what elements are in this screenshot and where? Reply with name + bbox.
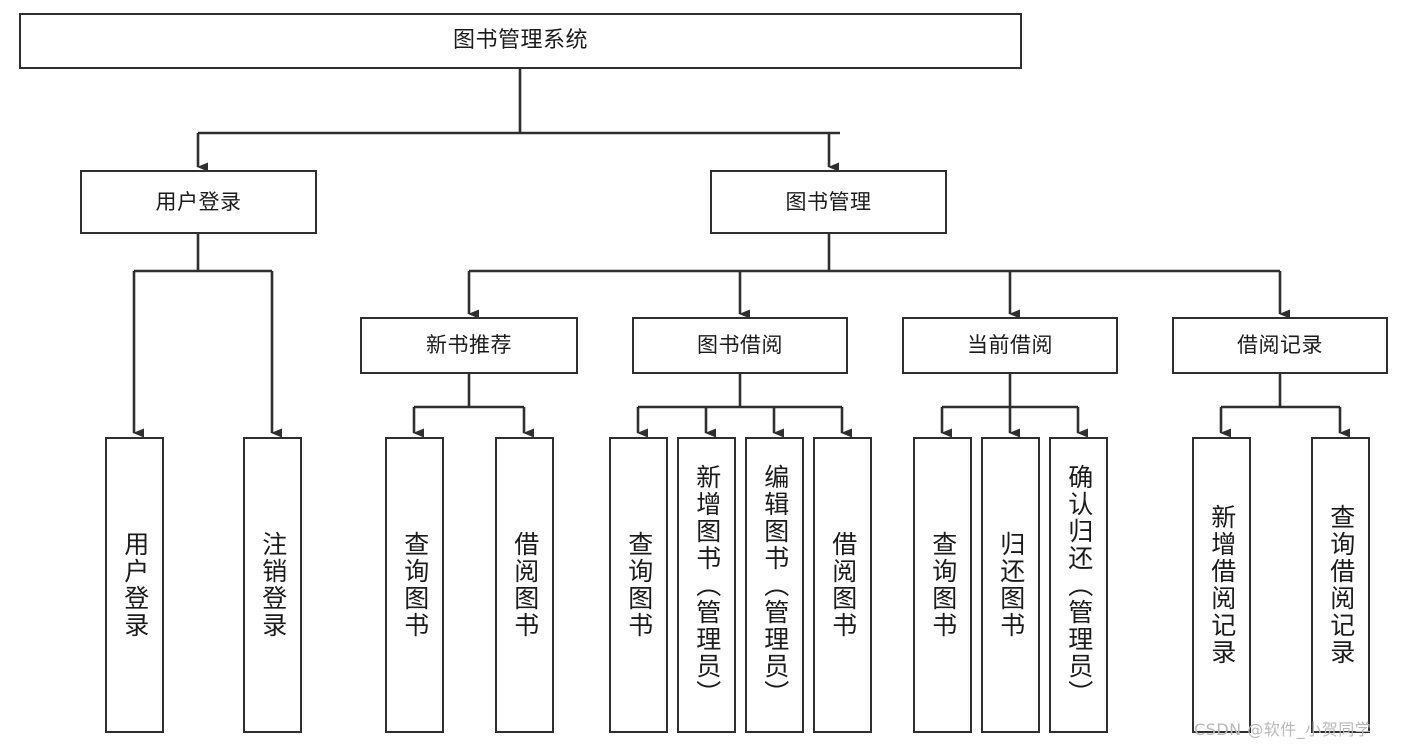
node-book-borrow-label: 图书借阅	[697, 333, 783, 358]
node-current-borrow[interactable]: 当前借阅	[902, 317, 1118, 374]
node-leaf-user-login-logout[interactable]: 注销登录	[243, 437, 302, 733]
node-root-book-management-system[interactable]: 图书管理系统	[19, 13, 1022, 69]
node-user-login-label: 用户登录	[155, 189, 242, 214]
node-leaf-label: 用户登录	[120, 531, 150, 639]
node-new-book-recommend-label: 新书推荐	[426, 333, 512, 358]
node-leaf-borrow-record-query[interactable]: 查询借阅记录	[1311, 437, 1370, 733]
node-leaf-label: 新增图书（管理员）	[692, 463, 722, 707]
node-leaf-new-book-query[interactable]: 查询图书	[385, 437, 444, 733]
node-leaf-label: 新增借阅记录	[1207, 504, 1237, 666]
node-leaf-new-book-borrow[interactable]: 借阅图书	[495, 437, 554, 733]
node-leaf-borrow-record-add[interactable]: 新增借阅记录	[1192, 437, 1251, 733]
node-leaf-label: 查询图书	[928, 531, 958, 639]
node-current-borrow-label: 当前借阅	[967, 333, 1053, 358]
node-leaf-current-borrow-return[interactable]: 归还图书	[981, 437, 1040, 733]
node-book-borrow[interactable]: 图书借阅	[632, 317, 848, 374]
node-book-management-label: 图书管理	[785, 189, 872, 214]
node-leaf-user-login-login[interactable]: 用户登录	[105, 437, 164, 733]
node-leaf-label: 查询图书	[624, 531, 654, 639]
node-leaf-current-borrow-confirm-return[interactable]: 确认归还（管理员）	[1049, 437, 1108, 733]
node-leaf-label: 查询图书	[400, 531, 430, 639]
node-leaf-label: 借阅图书	[510, 531, 540, 639]
node-user-login[interactable]: 用户登录	[80, 170, 317, 234]
node-borrow-record-label: 借阅记录	[1237, 333, 1323, 358]
csdn-watermark: CSDN @软件_小贺同学	[1194, 720, 1372, 739]
node-leaf-label: 注销登录	[258, 531, 288, 639]
node-leaf-book-borrow-query[interactable]: 查询图书	[609, 437, 668, 733]
node-new-book-recommend[interactable]: 新书推荐	[360, 317, 578, 374]
node-book-management[interactable]: 图书管理	[710, 170, 947, 234]
node-root-label: 图书管理系统	[452, 28, 588, 54]
node-leaf-label: 归还图书	[996, 531, 1026, 639]
node-leaf-label: 编辑图书（管理员）	[760, 463, 790, 707]
node-leaf-book-borrow-edit[interactable]: 编辑图书（管理员）	[745, 437, 804, 733]
node-leaf-book-borrow-borrow[interactable]: 借阅图书	[813, 437, 872, 733]
node-leaf-label: 确认归还（管理员）	[1064, 463, 1094, 707]
node-leaf-label: 借阅图书	[828, 531, 858, 639]
node-leaf-current-borrow-query[interactable]: 查询图书	[913, 437, 972, 733]
node-leaf-label: 查询借阅记录	[1326, 504, 1356, 666]
node-leaf-book-borrow-add[interactable]: 新增图书（管理员）	[677, 437, 736, 733]
node-borrow-record[interactable]: 借阅记录	[1172, 317, 1388, 374]
